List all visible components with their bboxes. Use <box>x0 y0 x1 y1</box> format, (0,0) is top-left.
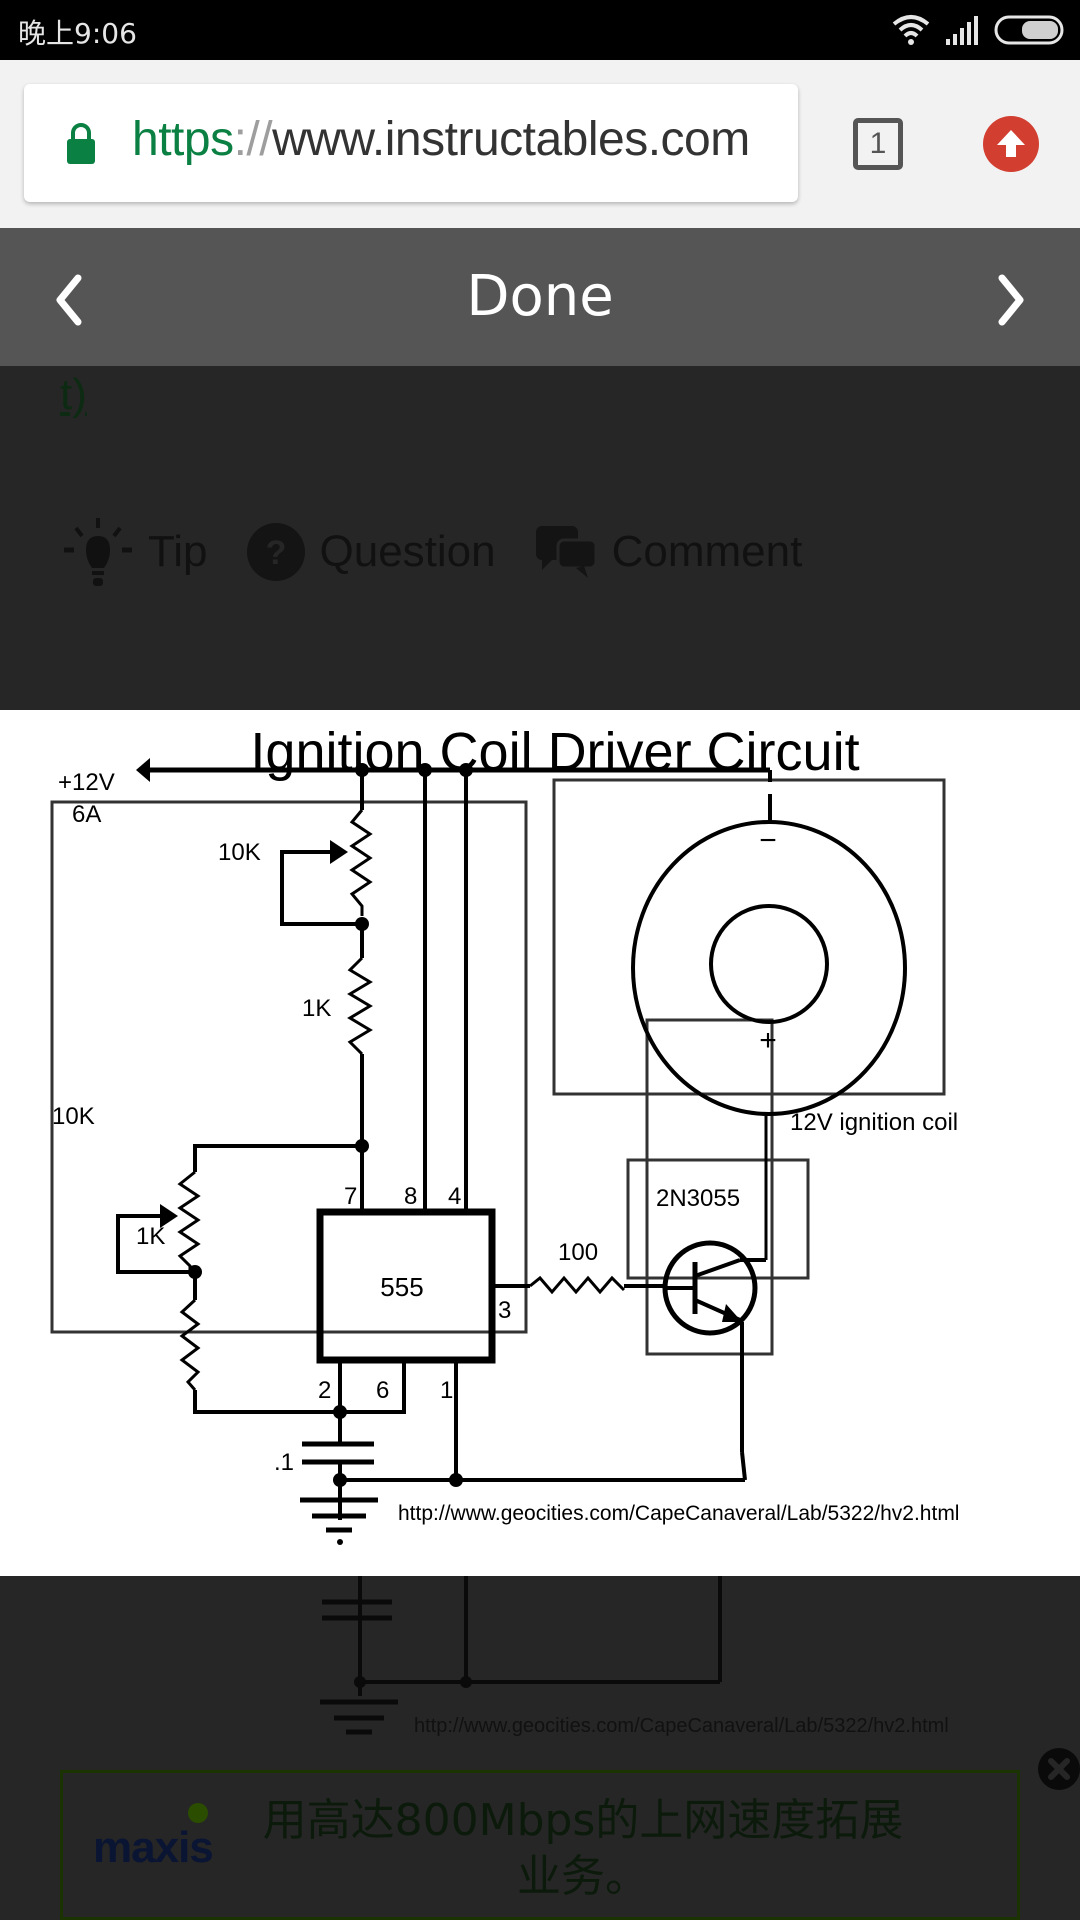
ic-label: 555 <box>380 1272 423 1302</box>
action-bar: Tip ? Question Comment <box>62 516 840 588</box>
tip-label: Tip <box>148 527 208 576</box>
transistor-box-wide <box>626 1158 810 1280</box>
diagram-shadow-copy: http://www.geocities.com/CapeCanaveral/L… <box>320 1576 949 1737</box>
coil-outer-circle <box>631 820 907 1116</box>
advertisement-banner[interactable]: maxis 用高达800Mbps的上网速度拓展业务。 <box>60 1770 1020 1920</box>
coil-minus-label: − <box>759 824 777 857</box>
coil-inner-circle <box>709 904 829 1024</box>
update-button[interactable] <box>983 116 1039 172</box>
capacitor-label: .1 <box>274 1449 294 1476</box>
url-separator: :// <box>233 113 273 166</box>
tab-switcher-button[interactable]: 1 <box>853 118 903 170</box>
question-circle-icon: ? <box>246 523 305 581</box>
left-box <box>50 800 528 1334</box>
arrow-up-icon <box>997 130 1025 157</box>
page-content: t) Tip ? Question <box>0 366 1080 1920</box>
pin-8: 8 <box>404 1183 417 1210</box>
chevron-right-icon[interactable] <box>994 272 1030 328</box>
ad-text: 用高达800Mbps的上网速度拓展业务。 <box>262 1795 904 1902</box>
transistor-label: 2N3055 <box>656 1185 740 1212</box>
supply-current-label: 6A <box>72 801 101 828</box>
transistor-box-tall <box>645 1018 774 1356</box>
page-link[interactable]: t) <box>60 370 87 419</box>
comment-button[interactable]: Comment <box>534 524 803 580</box>
address-bar[interactable]: https://www.instructables.com <box>24 84 798 202</box>
maxis-logo-dot <box>188 1803 208 1823</box>
source-url: http://www.geocities.com/CapeCanaveral/L… <box>398 1502 959 1525</box>
lock-icon <box>67 123 95 164</box>
res-top-label: 1K <box>302 995 331 1022</box>
find-in-page-bar: Done <box>0 228 1080 366</box>
pin-7: 7 <box>344 1183 357 1210</box>
supply-voltage-label: +12V <box>58 769 115 796</box>
question-label: Question <box>319 527 496 576</box>
chat-bubbles-icon <box>535 526 598 578</box>
lightbulb-icon <box>64 518 132 586</box>
ad-close-button[interactable] <box>1038 1748 1080 1790</box>
pin-4: 4 <box>448 1183 461 1210</box>
pot-bottom-label: 10K <box>52 1103 95 1130</box>
circuit-diagram: Ignition Coil Driver Circuit +12V 6A <box>50 722 959 1545</box>
pin-6: 6 <box>376 1377 389 1404</box>
circuit-diagram-image[interactable]: Ignition Coil Driver Circuit +12V 6A <box>0 710 1080 1576</box>
res-bottom-label: 1K <box>136 1223 165 1250</box>
pin-3: 3 <box>498 1297 511 1324</box>
chevron-left-icon[interactable] <box>50 272 86 328</box>
svg-text:?: ? <box>265 534 286 572</box>
status-bar: 晚上9:06 <box>0 0 1080 60</box>
coil-label: 12V ignition coil <box>790 1109 958 1136</box>
coil-plus-label: + <box>759 1024 777 1057</box>
coil-box <box>552 778 946 1096</box>
pin-2: 2 <box>318 1377 331 1404</box>
battery-icon <box>994 15 1064 45</box>
close-icon <box>1048 1758 1070 1780</box>
comment-label: Comment <box>611 527 803 576</box>
signal-icon <box>946 16 978 45</box>
question-button[interactable]: ? Question <box>246 522 496 582</box>
pot-top-label: 10K <box>218 839 261 866</box>
done-button[interactable]: Done <box>466 264 614 329</box>
base-resistor-label: 100 <box>558 1239 598 1266</box>
status-time: 晚上9:06 <box>18 17 137 50</box>
browser-toolbar: https://www.instructables.com 1 <box>0 60 1080 228</box>
maxis-logo: maxis <box>93 1823 214 1872</box>
url-scheme: https <box>132 113 234 166</box>
tip-button[interactable]: Tip <box>62 516 208 588</box>
wifi-icon <box>892 15 930 45</box>
url-host: www.instructables.com <box>272 113 750 166</box>
url-text[interactable]: https://www.instructables.com <box>132 112 750 167</box>
pin-1: 1 <box>440 1377 453 1404</box>
shadow-source-url: http://www.geocities.com/CapeCanaveral/L… <box>414 1715 949 1737</box>
